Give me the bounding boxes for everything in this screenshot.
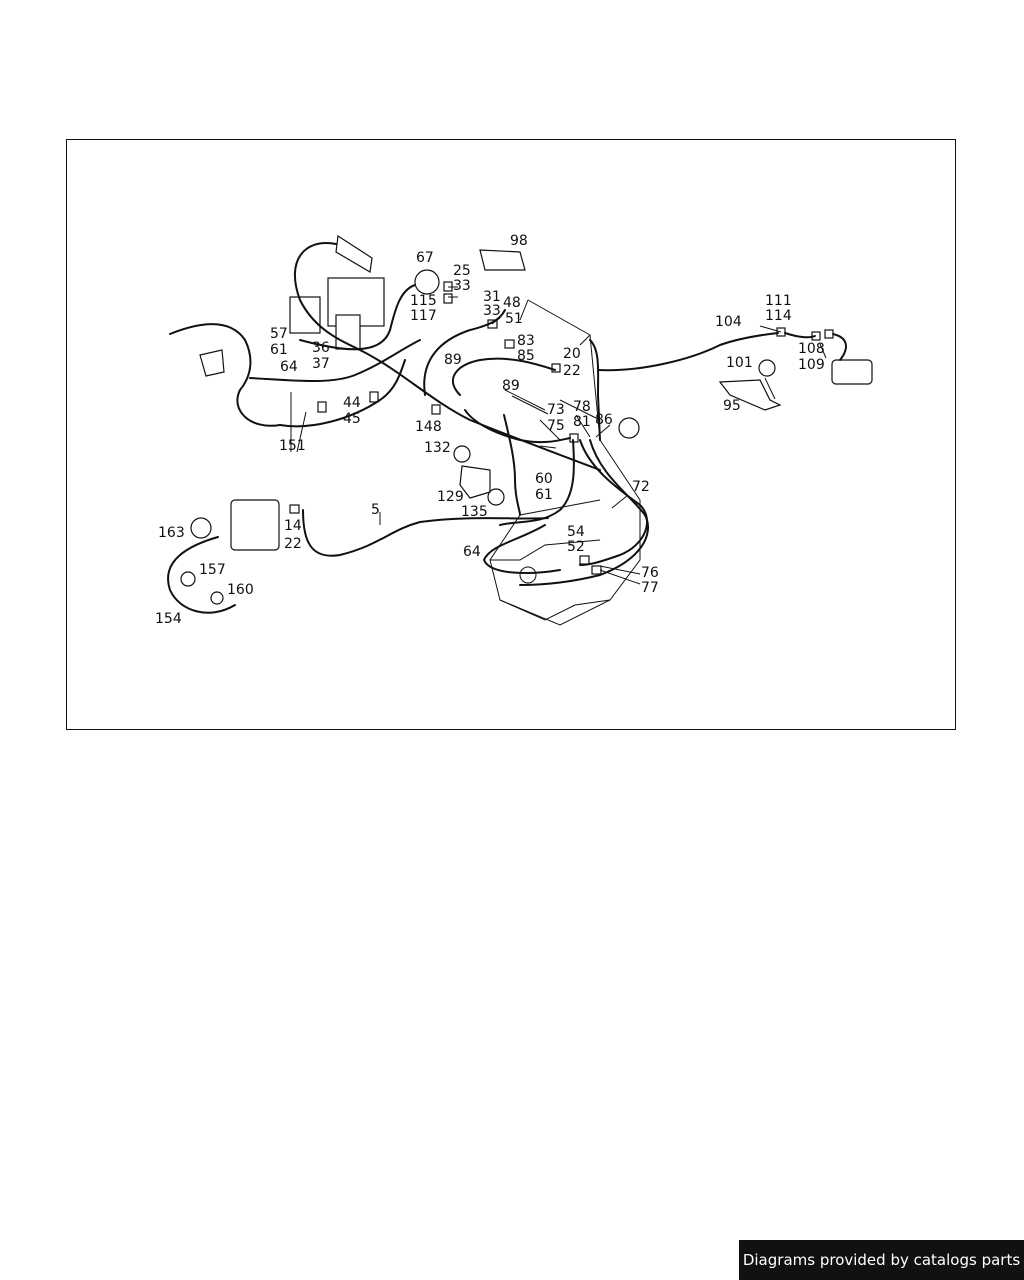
relay-57 — [289, 296, 321, 334]
callout-117: 117 — [410, 308, 437, 324]
callout-81: 81 — [573, 414, 591, 430]
diagram-frame — [66, 139, 956, 730]
sensor-157 — [180, 571, 196, 587]
callout-20: 20 — [563, 346, 581, 362]
callout-64: 64 — [280, 359, 298, 375]
callout-98: 98 — [510, 233, 528, 249]
leader-lines — [290, 286, 827, 585]
callout-61: 61 — [270, 342, 288, 358]
callout-114: 114 — [765, 308, 792, 324]
callout-108: 108 — [798, 341, 825, 357]
callout-160: 160 — [227, 582, 254, 598]
callout-5: 5 — [371, 502, 380, 518]
bracket-95 — [718, 379, 782, 411]
callout-61: 61 — [535, 487, 553, 503]
callout-22: 22 — [284, 536, 302, 552]
bracket-part — [199, 349, 225, 377]
callout-104: 104 — [715, 314, 742, 330]
callout-151: 151 — [279, 438, 306, 454]
bracket-129 — [459, 465, 491, 499]
callout-85: 85 — [517, 348, 535, 364]
callout-89: 89 — [444, 352, 462, 368]
footer-credit-badge: Diagrams provided by catalogs parts — [739, 1240, 1024, 1280]
callout-37: 37 — [312, 356, 330, 372]
callout-78: 78 — [573, 399, 591, 415]
callout-129: 129 — [437, 489, 464, 505]
callout-51: 51 — [505, 311, 523, 327]
bolt-132 — [453, 445, 471, 463]
ring-160 — [210, 591, 224, 605]
sensor-86 — [618, 417, 640, 439]
callout-67: 67 — [416, 250, 434, 266]
callout-73: 73 — [547, 402, 565, 418]
callout-75: 75 — [547, 418, 565, 434]
callout-14: 14 — [284, 518, 302, 534]
connector-top — [335, 234, 373, 273]
callout-33: 33 — [453, 278, 471, 294]
callout-154: 154 — [155, 611, 182, 627]
callout-33: 33 — [483, 303, 501, 319]
connector-109 — [831, 359, 873, 385]
callout-60: 60 — [535, 471, 553, 487]
grommet-163 — [190, 517, 212, 539]
callout-111: 111 — [765, 293, 792, 309]
bolt-101 — [758, 359, 776, 377]
callout-22: 22 — [563, 363, 581, 379]
bracket-98 — [479, 249, 526, 271]
callout-36: 36 — [312, 340, 330, 356]
callout-57: 57 — [270, 326, 288, 342]
callout-115: 115 — [410, 293, 437, 309]
control-module-5 — [230, 499, 280, 551]
callout-101: 101 — [726, 355, 753, 371]
callout-86: 86 — [595, 412, 613, 428]
callout-83: 83 — [517, 333, 535, 349]
callout-72: 72 — [632, 479, 650, 495]
callout-89: 89 — [502, 378, 520, 394]
callout-132: 132 — [424, 440, 451, 456]
callout-48: 48 — [503, 295, 521, 311]
callout-163: 163 — [158, 525, 185, 541]
plug-67 — [414, 269, 440, 295]
callout-64: 64 — [463, 544, 481, 560]
callout-31: 31 — [483, 289, 501, 305]
callout-148: 148 — [415, 419, 442, 435]
callout-135: 135 — [461, 504, 488, 520]
nut-135 — [487, 488, 505, 506]
callout-52: 52 — [567, 539, 585, 555]
callout-45: 45 — [343, 411, 361, 427]
callout-95: 95 — [723, 398, 741, 414]
wiring-harness — [167, 242, 847, 614]
callout-157: 157 — [199, 562, 226, 578]
relay-box-group — [180, 234, 873, 605]
callout-54: 54 — [567, 524, 585, 540]
callout-76: 76 — [641, 565, 659, 581]
callout-44: 44 — [343, 395, 361, 411]
callout-109: 109 — [798, 357, 825, 373]
callout-25: 25 — [453, 263, 471, 279]
callout-labels: 67 98 25 33 31 48 33 51 115 117 83 85 89… — [155, 233, 825, 627]
callout-77: 77 — [641, 580, 659, 596]
